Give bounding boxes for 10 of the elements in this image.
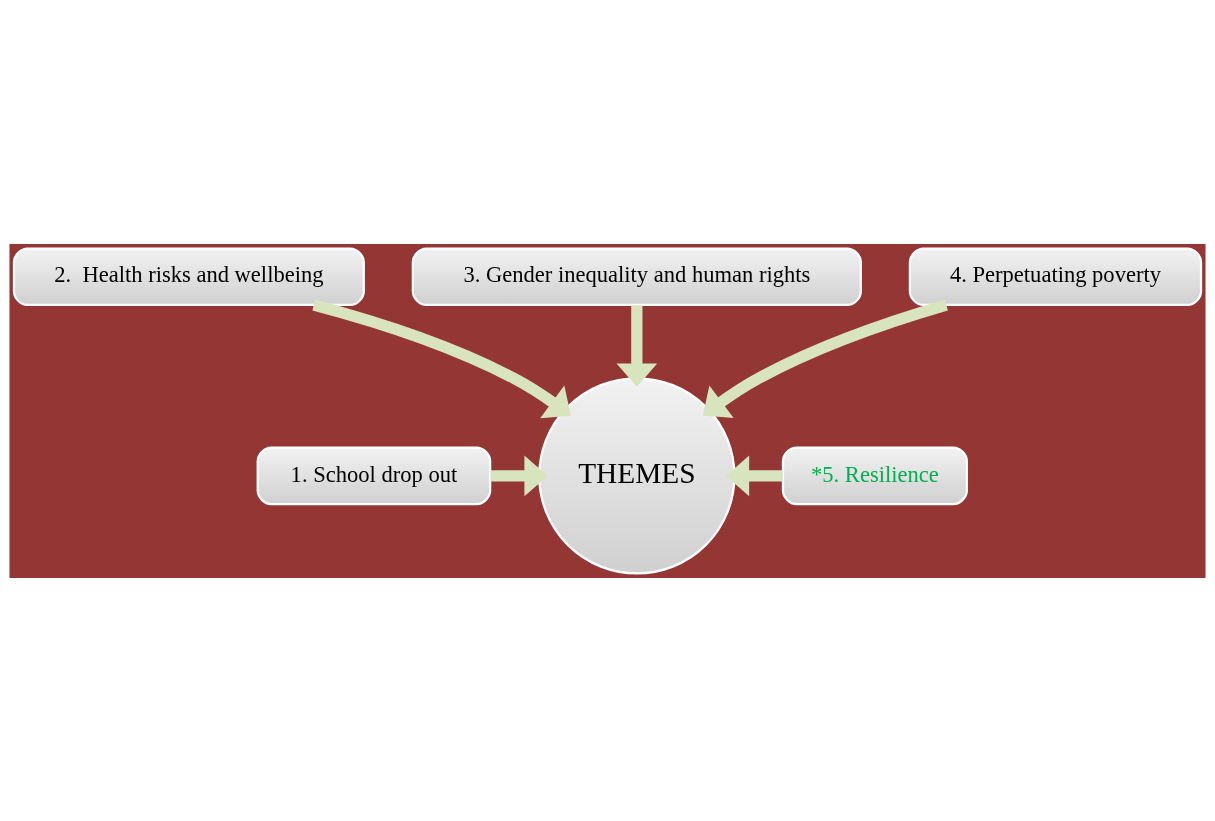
node-box: 4. Perpetuating poverty	[908, 246, 1203, 306]
node-box: 2. Health risks and wellbeing	[12, 246, 365, 306]
arrow	[490, 455, 548, 496]
arrow	[702, 299, 948, 418]
node-box: 1. School drop out	[256, 446, 492, 505]
arrow	[616, 304, 658, 387]
arrow	[725, 455, 783, 496]
arrow	[312, 299, 571, 418]
node-box: 3. Gender inequality and human rights	[411, 246, 862, 306]
node-box: *5. Resilience	[781, 446, 968, 505]
